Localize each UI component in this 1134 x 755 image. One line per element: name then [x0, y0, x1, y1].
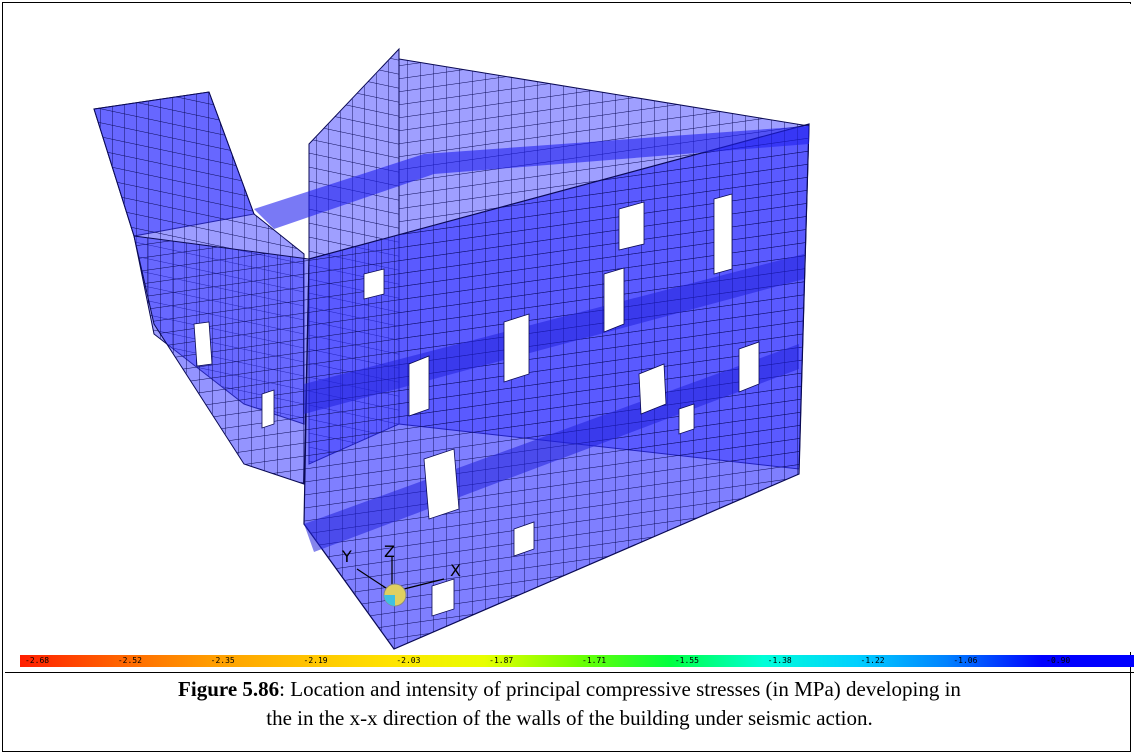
legend-value-label: -1.06 — [953, 656, 978, 665]
window — [261, 389, 275, 429]
legend-color-segment — [855, 655, 950, 667]
building-fem-model: Z Y X — [93, 47, 810, 650]
window — [513, 521, 535, 557]
axis-z-label: Z — [384, 542, 395, 561]
legend-color-segment — [1041, 655, 1134, 667]
window — [618, 201, 645, 251]
legend-value-label: -1.22 — [860, 656, 885, 665]
window — [738, 341, 760, 393]
caption-line-1: Figure 5.86: Location and intensity of p… — [5, 675, 1134, 704]
legend-color-segment — [948, 655, 1043, 667]
axes-triad: Z Y X — [341, 542, 461, 607]
window — [638, 363, 667, 415]
legend-color-segment — [112, 655, 207, 667]
legend-value-label: -0.90 — [1046, 656, 1071, 665]
window — [503, 313, 530, 383]
legend-value-label: -2.19 — [303, 656, 328, 665]
window — [193, 321, 213, 367]
legend-value-label: -1.55 — [674, 656, 699, 665]
window — [713, 193, 733, 275]
legend-color-segment — [298, 655, 393, 667]
legend-value-label: -2.52 — [117, 656, 142, 665]
window — [678, 403, 695, 435]
window — [431, 578, 455, 617]
caption-line-2: the in the x-x direction of the walls of… — [266, 706, 873, 730]
legend-color-segment — [20, 655, 114, 667]
left-wing-group — [93, 91, 310, 485]
legend-color-segment — [762, 655, 857, 667]
window — [603, 267, 625, 333]
roof-band — [254, 126, 809, 229]
legend-value-label: -2.68 — [25, 656, 50, 665]
legend-color-segment — [484, 655, 578, 667]
axis-x-label: X — [450, 561, 461, 580]
legend-color-segment — [205, 655, 300, 667]
legend-value-label: -1.87 — [489, 656, 514, 665]
openings-group — [193, 193, 760, 617]
window — [363, 268, 385, 300]
window — [408, 355, 430, 417]
legend-value-label: -1.38 — [767, 656, 792, 665]
stress-color-legend: -2.68 -2.52 -2.35 -2.19 -2.03 -1.87 -1.71 -1.55… — [20, 655, 1134, 667]
window — [423, 448, 460, 520]
caption-text-1: : Location and intensity of principal co… — [279, 677, 961, 701]
figure-caption: Figure 5.86: Location and intensity of p… — [5, 675, 1134, 733]
model-viewport: Z Y X — [4, 4, 1131, 652]
legend-color-segment — [577, 655, 671, 667]
legend-color-segment — [391, 655, 486, 667]
legend-value-label: -1.71 — [582, 656, 607, 665]
axis-y-label: Y — [341, 547, 352, 566]
caption-label: Figure 5.86 — [178, 677, 280, 701]
legend-value-label: -2.03 — [396, 656, 421, 665]
caption-separator — [5, 672, 1134, 673]
legend-value-label: -2.35 — [210, 656, 235, 665]
legend-color-segment — [669, 655, 764, 667]
